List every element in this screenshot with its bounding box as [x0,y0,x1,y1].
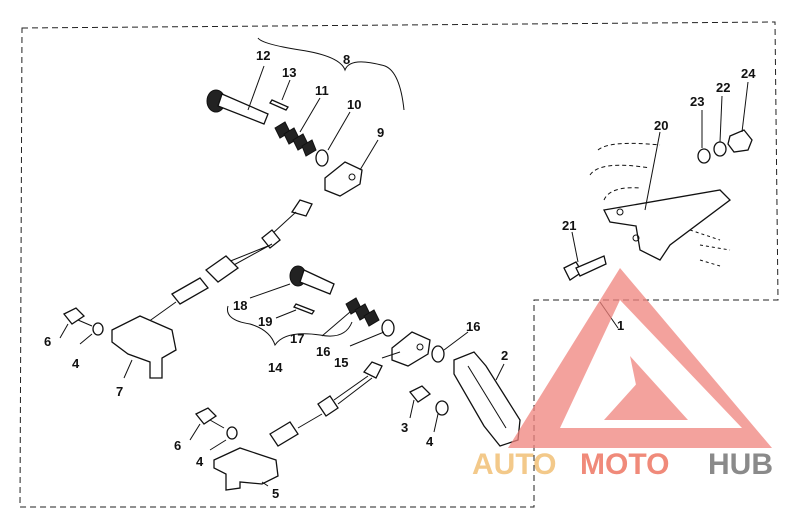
callout-10: 10 [347,97,361,112]
lower-linkage [194,265,445,491]
callout-18: 18 [233,298,247,313]
callout-3: 3 [401,420,408,435]
lever-2 [408,351,521,447]
callout-4-lever: 4 [426,434,434,449]
bolt-6-lower [194,407,225,429]
callout-12: 12 [256,48,270,63]
watermark-logo [508,268,772,448]
lockwasher-22 [713,141,727,157]
watermark-moto: MOTO [580,448,669,481]
callout-8: 8 [343,52,350,67]
callout-1: 1 [617,318,624,333]
mount-bracket-20 [563,129,753,281]
washer-4-upper [92,322,104,336]
callout-6-upper: 6 [44,334,51,349]
spring-17 [345,297,380,327]
callout-24: 24 [741,66,756,81]
callout-2: 2 [501,348,508,363]
group-8-bracket [257,37,405,111]
bracket-5 [213,447,279,491]
callout-11: 11 [315,83,329,98]
callout-16-b: 16 [466,319,480,334]
callout-5: 5 [272,486,279,501]
cable-upper [147,199,313,323]
nut-24 [727,129,753,153]
pin-12 [206,89,269,125]
callout-23: 23 [690,94,704,109]
callout-6-lower: 6 [174,438,181,453]
callout-4-lower: 4 [196,454,204,469]
cotter-pin-13 [269,99,289,111]
callout-7: 7 [116,384,123,399]
bolt-6-upper [62,307,93,327]
callout-16-a: 16 [316,344,330,359]
callout-labels: 1 2 3 4 4 4 5 6 6 7 8 9 10 11 12 13 14 1… [44,48,756,501]
callout-22: 22 [716,80,730,95]
callout-20: 20 [654,118,668,133]
callout-4-upper: 4 [72,356,80,371]
bolt-21 [563,255,607,281]
washer-16-a [381,319,395,337]
watermark-text: AUTO MOTO HUB [472,448,773,481]
upper-linkage [62,89,363,379]
clevis-9 [324,161,363,197]
washer-23 [697,148,711,164]
spring-11 [274,121,317,157]
callout-9: 9 [377,125,384,140]
bolt-3 [408,385,432,403]
callout-15: 15 [334,355,348,370]
cotter-pin-19 [293,303,315,315]
callout-19: 19 [258,314,272,329]
callout-17: 17 [290,331,304,346]
assembly-boundary [19,21,779,508]
callout-14: 14 [268,360,283,375]
watermark-hub: HUB [708,448,773,481]
clevis-15 [391,331,431,367]
group-14-bracket [226,305,353,347]
callout-13: 13 [282,65,296,80]
bracket-7 [111,315,177,379]
washer-4-lower [226,426,238,440]
cable-lower [269,361,383,447]
washer-4-lever [435,400,449,416]
callout-21: 21 [562,218,576,233]
washer-10 [315,149,329,167]
watermark-auto: AUTO [472,448,556,481]
washer-16-b [431,345,445,363]
